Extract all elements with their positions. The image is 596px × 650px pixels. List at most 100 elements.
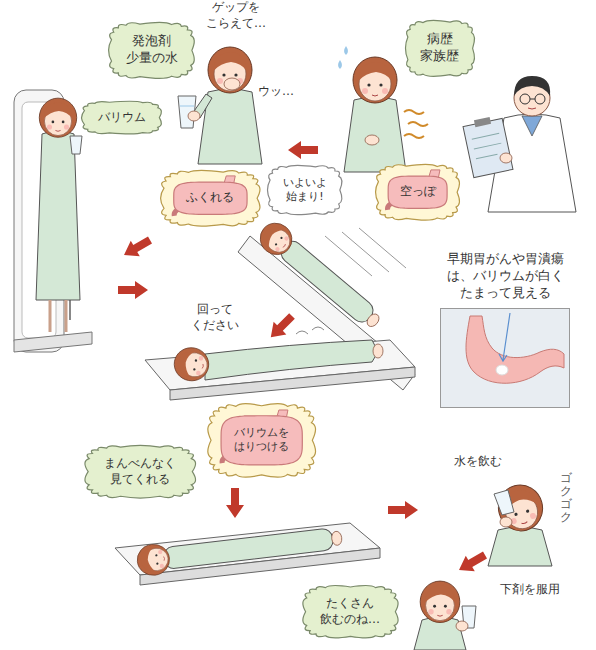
doctor-figure [514,76,550,96]
patient-figure [331,531,343,546]
patient-figure [488,480,552,566]
annotation-text: 下剤を服用 [496,581,565,599]
stomach-bubble: 空っぽ [373,162,462,222]
patient-figure [205,340,376,380]
patient-figure [404,110,428,138]
annotation-text: ゲップを こらえて… [202,0,271,33]
stomach-shape [173,182,246,214]
thought-cloud: いよいよ 始まり! [265,163,345,217]
xray-frame [441,308,570,407]
bubble-text: 発泡剤 少量の水 [123,33,180,67]
step-arrow [455,547,490,578]
text-block: 空っぽ [398,184,439,200]
patient-figure [224,78,240,90]
bubble-outline [405,20,474,76]
step-arrow [264,310,298,344]
step-arrow [120,232,155,263]
bubble-outline [160,170,259,226]
stomach-shape [221,415,302,464]
bubble-text: バリウムを はりつける [232,426,291,455]
xray-table [14,90,92,352]
doctor-figure [500,153,512,163]
patient-figure [373,344,383,358]
patient-figure [180,106,194,107]
patient-figure [493,480,547,536]
bubble-text: たくさん 飲むのね… [318,596,383,627]
patient-figure [70,136,82,154]
patient-figure [136,543,172,577]
stomach-image [466,316,564,383]
step-arrow [118,281,148,299]
bubble-outline [82,102,162,135]
patient-figure [50,300,66,332]
bubble-outline [376,164,460,220]
xray-table [145,340,415,400]
patient-figure [172,345,212,383]
stomach-shape [389,176,448,208]
patient-figure [365,135,379,145]
text-block: 病歴 家族歴 [418,31,462,65]
patient-figure [353,57,397,103]
patient-figure [456,621,468,631]
text-block: 発泡剤 少量の水 [123,33,180,67]
speech-cloud: まんべんなく 見てくれる [82,443,198,500]
doctor-figure [520,94,530,104]
step-arrow [226,488,244,518]
patient-figure [136,522,344,577]
patient-figure [36,98,82,332]
info-panel: 早期胃がんや胃潰瘍 は、バリウムが白く たまって見える [437,248,573,411]
bubble-text: 病歴 家族歴 [418,31,462,65]
step-arrow [288,141,318,159]
motion-lines [325,228,406,276]
motion-lines [325,228,406,276]
speech-cloud: 発泡剤 少量の水 [106,20,197,81]
doctor-figure [462,114,513,177]
patient-figure [39,98,76,137]
doctor-figure [528,108,536,109]
bubble-outline [302,586,397,638]
bubble-outline [268,165,342,214]
doctor-figure [522,116,542,136]
text-block: まんべんなく 見てくれる [102,456,179,487]
doctor-figure [472,133,504,158]
bubble-text: ふくれる [184,190,237,206]
bubble-text: 空っぽ [398,184,439,200]
bubble-text: まんべんなく 見てくれる [102,456,179,487]
bubble-outline [109,22,195,78]
xray-table [14,332,92,352]
bubble-outline [208,403,316,477]
speech-cloud: バリウム [79,99,164,136]
annotation-text: ウッ… [254,83,299,101]
patient-figure [488,527,552,566]
doctor-figure [474,117,491,127]
barium-spot [496,365,508,375]
patient-figure [208,47,252,93]
speech-cloud: 病歴 家族歴 [403,18,477,79]
xray-table [115,523,380,585]
doctor-figure [463,118,513,177]
leader-line [499,313,510,361]
patient-figure [338,60,342,69]
text-block: たくさん 飲むのね… [318,596,383,627]
doctor-figure [462,76,576,212]
text-block: ふくれる [184,190,237,206]
stomach-bubble: バリウムを はりつける [205,401,318,480]
patient-figure [163,528,334,570]
patient-figure [365,312,382,329]
patient-figure [277,237,377,326]
bubble-text: バリウム [96,110,149,126]
bubble-text: いよいよ 始まり! [281,176,329,205]
annotation-text: ゴクゴク [558,471,574,526]
patient-figure [344,46,348,55]
patient-figure [296,327,324,334]
text-block: バリウムを はりつける [232,426,291,455]
text-block: いよいよ 始まり! [281,176,329,205]
bubble-text: 早期胃がんや胃潰瘍 は、バリウムが白く たまって見える [444,251,566,302]
doctor-figure [535,94,545,104]
speech-cloud: たくさん 飲むのね… [300,583,401,640]
step-arrow [118,141,490,578]
patient-figure [188,111,200,121]
patient-figure [494,490,514,515]
patient-figure [254,217,298,261]
